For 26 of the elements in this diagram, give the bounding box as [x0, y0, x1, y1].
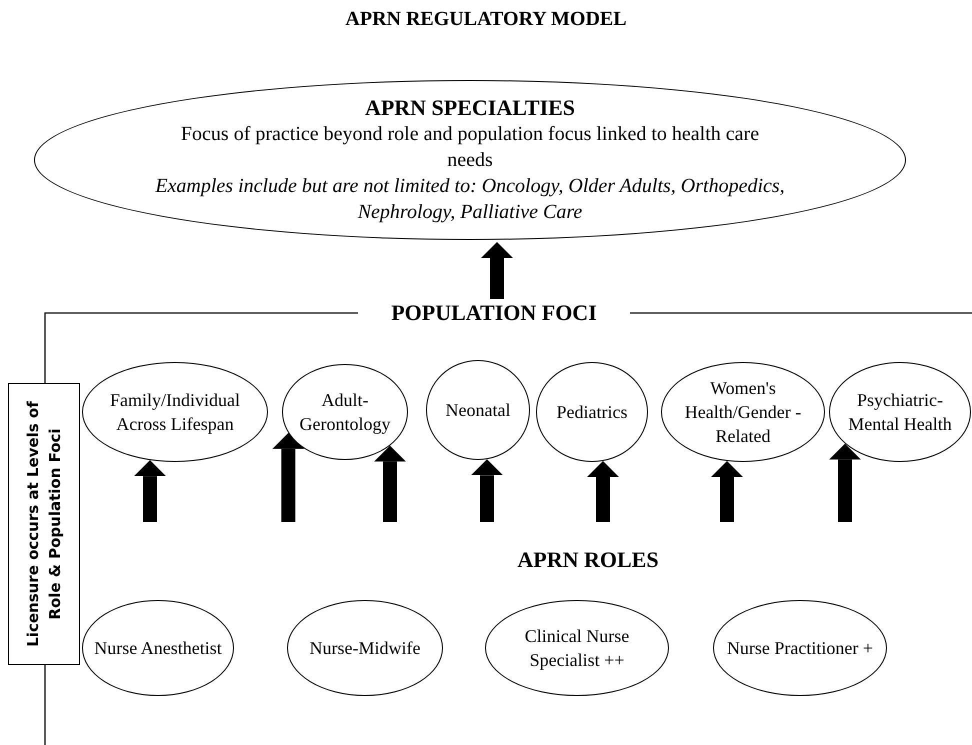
ellipse-heading: APRN SPECIALTIES [364, 95, 576, 121]
node-label: Nurse Practitioner + [726, 637, 874, 660]
arrow [711, 461, 743, 522]
arrow [587, 461, 619, 522]
arrow [134, 460, 166, 522]
node-label: Nurse Anesthetist [93, 637, 223, 660]
node-label: Family/Individual Across Lifespan [109, 389, 241, 436]
node-label: Nurse-Midwife [308, 637, 422, 660]
node-label: Examples include but are not limited to: Oncology, Older Adults, Orthopedics, Nephrology, Palliative Care [154, 174, 786, 225]
node-label: Adult-Gerontology [298, 389, 392, 436]
licensure-box [8, 383, 80, 665]
arrow [481, 242, 513, 299]
node-label: Psychiatric-Mental Health [847, 389, 953, 436]
arrow [471, 459, 503, 522]
section-heading: APRN ROLES [517, 547, 659, 573]
diagram-title: APRN REGULATORY MODEL [344, 8, 628, 31]
section-heading: POPULATION FOCI [391, 300, 597, 326]
node-label: Licensure occurs at Levels of Role & Population Foci [23, 400, 65, 649]
arrow [272, 432, 304, 522]
node-label: Clinical Nurse Specialist ++ [524, 625, 630, 672]
node-label: Pediatrics [556, 401, 628, 424]
arrow [374, 446, 406, 522]
node-label: Focus of practice beyond role and population focus linked to health care needs [180, 122, 760, 173]
node-label: Neonatal [444, 399, 512, 422]
arrow [829, 444, 861, 522]
node-label: Women's Health/Gender -Related [684, 377, 802, 448]
